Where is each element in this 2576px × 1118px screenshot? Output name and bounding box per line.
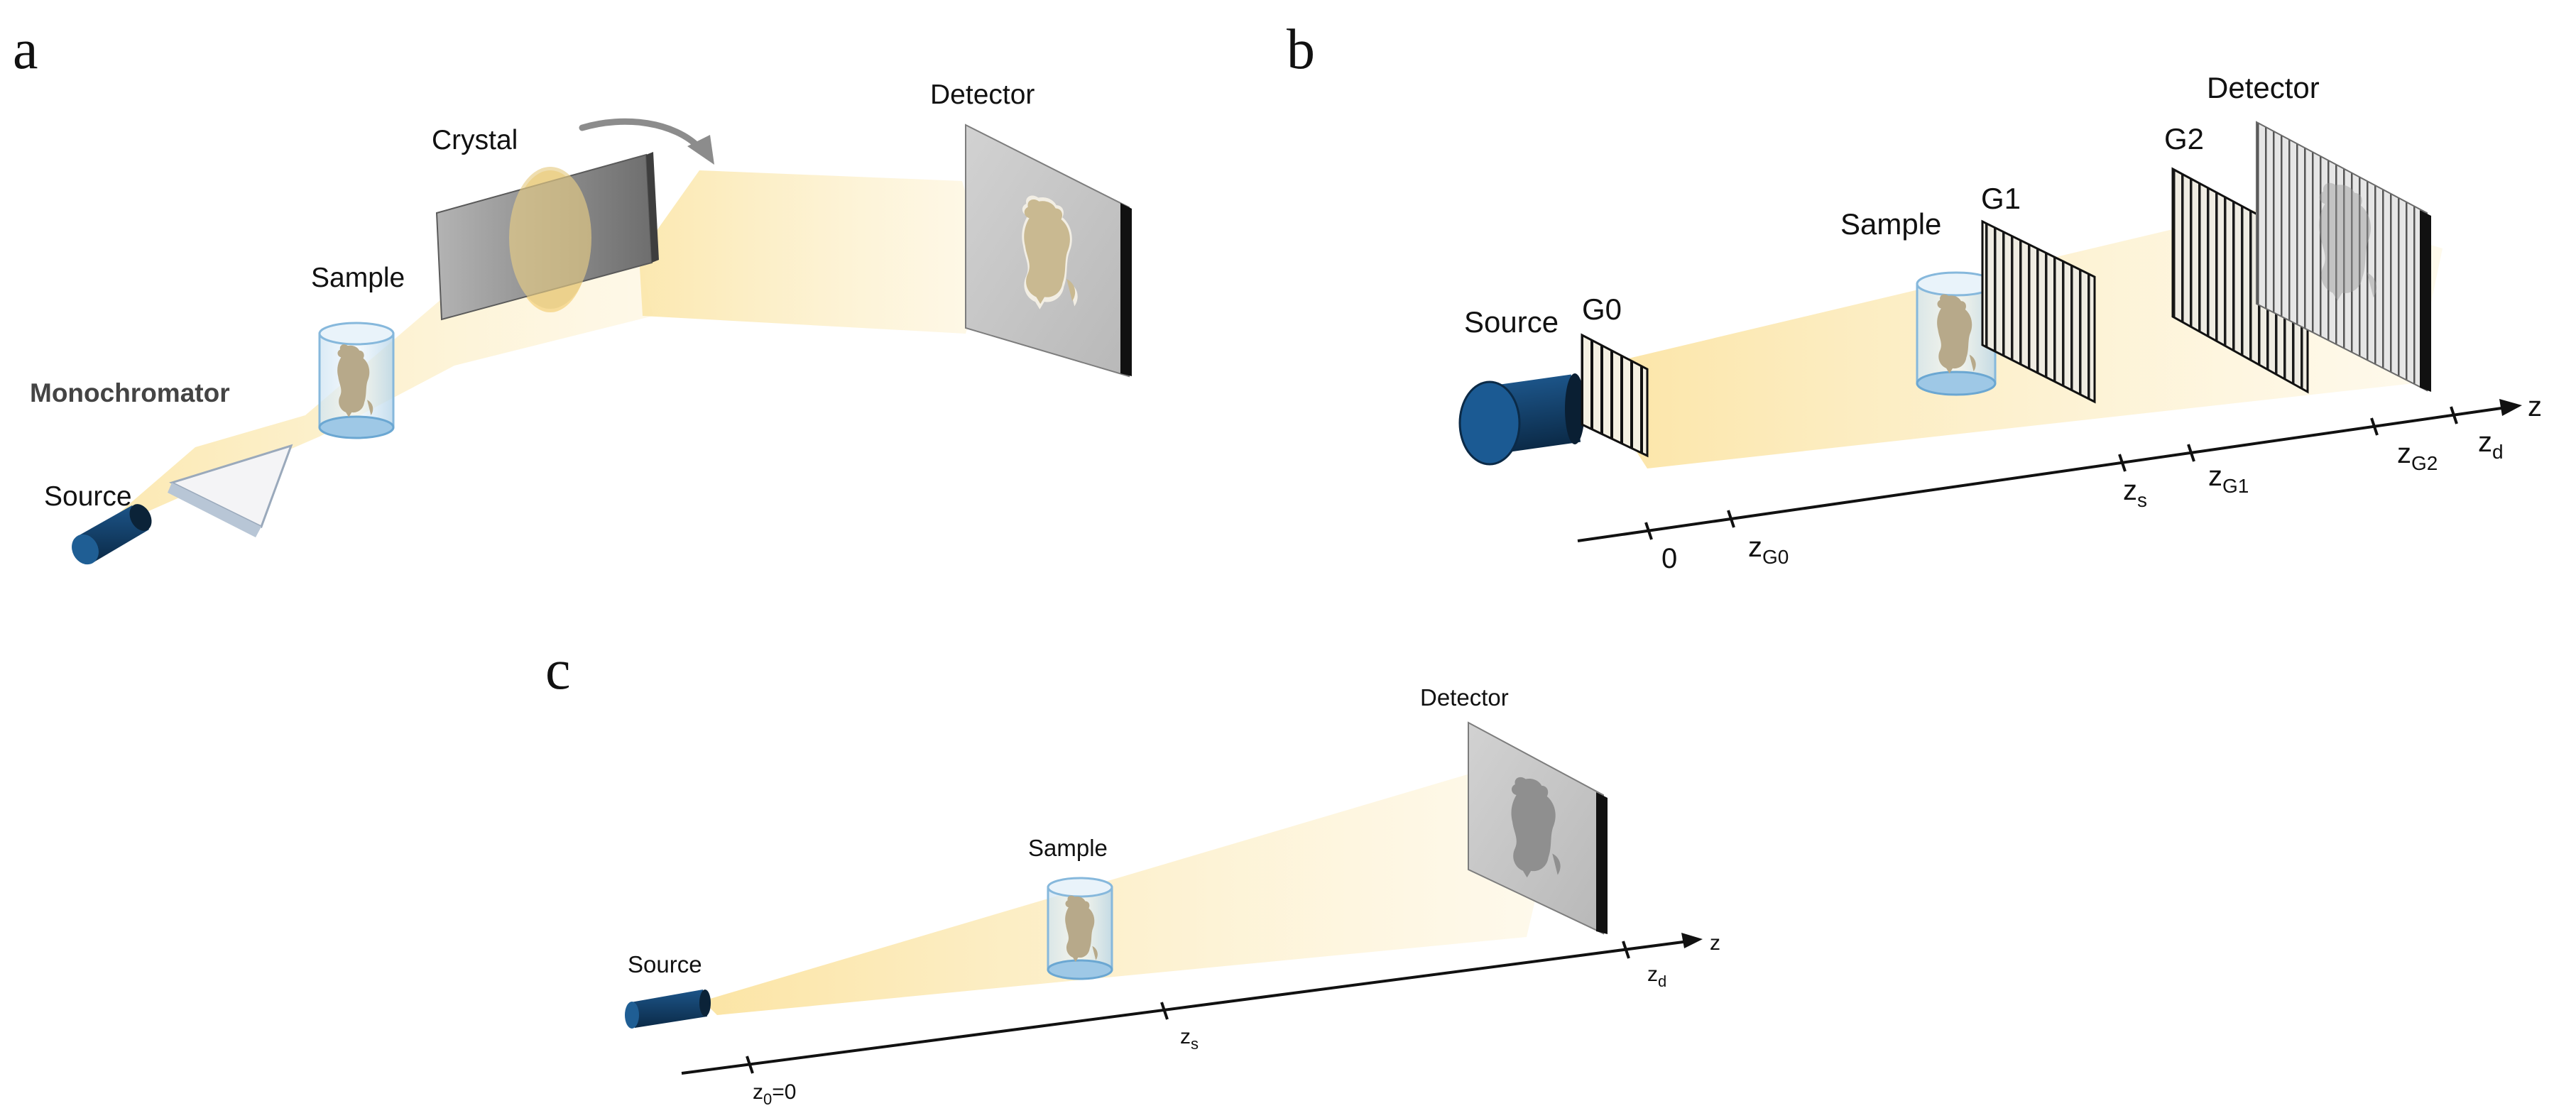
label-detector-b: Detector	[2207, 71, 2320, 104]
detector-screen-icon	[2256, 121, 2431, 392]
panel-letter-b: b	[1287, 18, 1315, 81]
beam-c	[703, 774, 1562, 1015]
label-sample-a: Sample	[311, 263, 405, 293]
panel-letter-c: c	[545, 639, 571, 701]
grating-icon	[1981, 219, 2096, 404]
panel-b: b	[1287, 18, 2542, 574]
label-g2: G2	[2164, 122, 2204, 155]
label-sample-c: Sample	[1028, 835, 1108, 861]
detector-screen-icon	[965, 124, 1132, 378]
label-source-a: Source	[44, 481, 132, 512]
label-monochromator: Monochromator	[30, 378, 230, 407]
label-g0: G0	[1582, 292, 1622, 326]
axis-tick-label: z0=0	[753, 1080, 796, 1108]
label-source-c: Source	[628, 951, 702, 977]
axis-tick-label: 0	[1661, 543, 1677, 574]
sample-cylinder-icon	[318, 322, 395, 439]
source-cylinder-icon	[625, 990, 711, 1029]
prism-icon	[168, 444, 293, 537]
panel-letter-a: a	[13, 18, 38, 81]
label-sample-b: Sample	[1840, 207, 1941, 241]
axis-tick-label: zG2	[2397, 438, 2438, 474]
panel-c: c z z0=0	[545, 639, 1720, 1108]
axis-arrow-icon	[1577, 399, 2522, 542]
curved-arrow-icon	[579, 118, 714, 165]
label-detector-c: Detector	[1420, 684, 1509, 711]
axis-tick-label: zG1	[2208, 461, 2249, 497]
axis-name-c: z	[1710, 931, 1720, 955]
label-detector-a: Detector	[930, 80, 1035, 110]
detector-screen-icon	[1468, 721, 1608, 935]
label-crystal: Crystal	[432, 125, 518, 155]
axis-tick-label: zG0	[1748, 532, 1789, 568]
axis-tick-label: zs	[2123, 475, 2147, 511]
source-cylinder-icon	[72, 504, 152, 565]
source-cylinder-icon	[1458, 373, 1585, 466]
sample-cylinder-icon	[1047, 877, 1113, 980]
crystal-plate-icon	[435, 152, 659, 321]
label-g1: G1	[1981, 182, 2021, 215]
panel-a: a	[13, 18, 1132, 565]
axis-arrow-icon	[681, 933, 1703, 1075]
axis-name-b: z	[2528, 391, 2542, 422]
label-source-b: Source	[1464, 305, 1559, 339]
axis-tick-label: zs	[1180, 1025, 1199, 1053]
axis-tick-label: zd	[1647, 963, 1666, 990]
grating-icon	[1581, 333, 1649, 458]
axis-tick-label: zd	[2478, 427, 2504, 463]
beam-a-upper	[639, 170, 987, 334]
